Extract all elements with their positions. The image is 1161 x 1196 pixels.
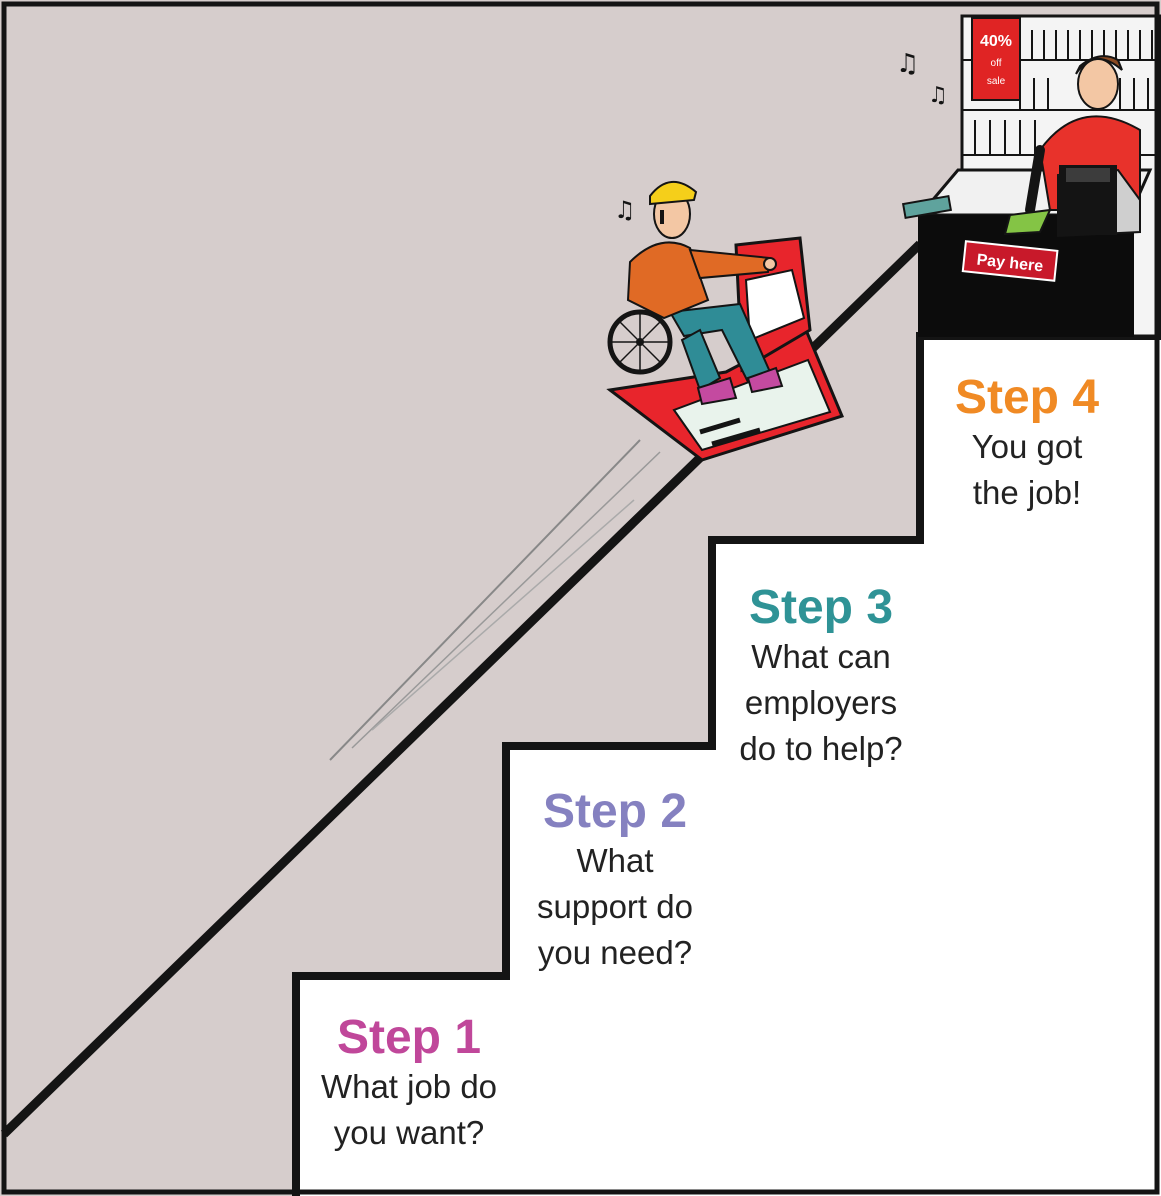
image-frame	[0, 0, 1161, 1196]
